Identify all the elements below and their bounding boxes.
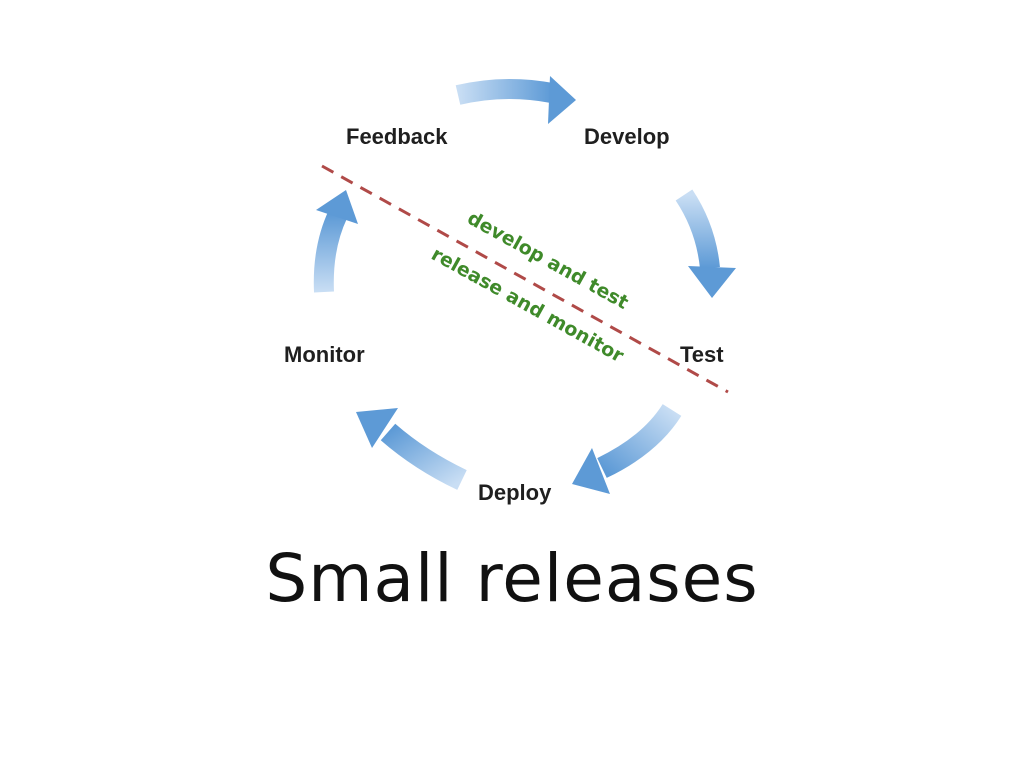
node-test: Test	[680, 342, 724, 367]
divider-label-upper: develop and test	[464, 207, 633, 314]
arrow-feedback-to-develop	[455, 76, 576, 124]
arrow-monitor-to-feedback	[313, 190, 358, 293]
node-deploy: Deploy	[478, 480, 552, 505]
release-cycle-diagram: Feedback Develop Test Deploy Monitor dev…	[284, 76, 736, 505]
node-monitor: Monitor	[284, 342, 365, 367]
node-develop: Develop	[584, 124, 670, 149]
divider-line	[321, 164, 729, 394]
arrow-test-to-deploy	[572, 403, 682, 494]
slide-title: Small releases	[265, 540, 759, 617]
arrow-deploy-to-monitor	[356, 408, 467, 490]
arrow-develop-to-test	[675, 189, 736, 298]
node-feedback: Feedback	[346, 124, 448, 149]
